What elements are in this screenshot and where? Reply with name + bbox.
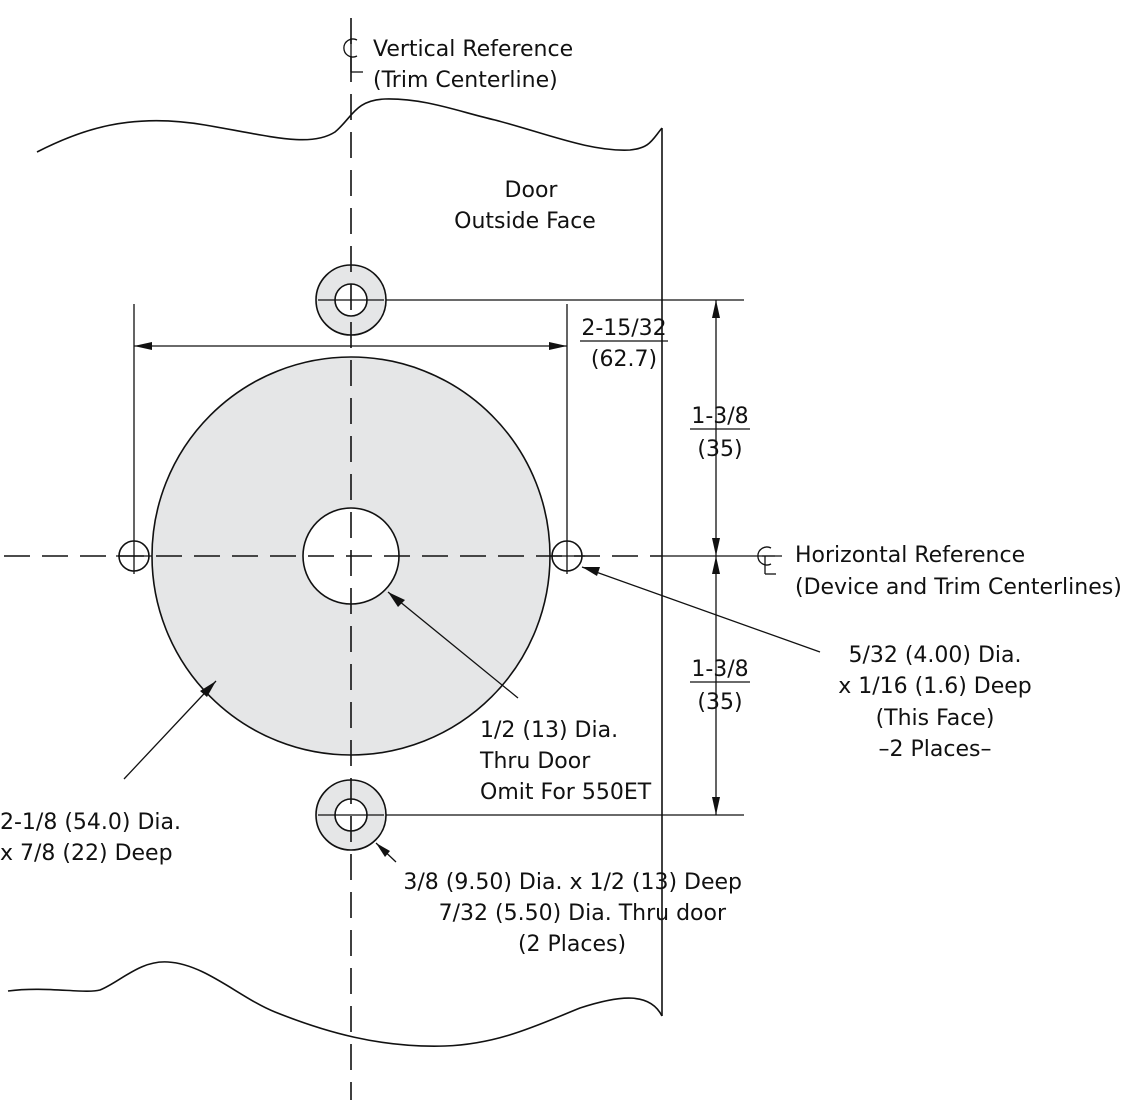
outside-face-label: Outside Face [454, 209, 596, 234]
centerlines [4, 18, 775, 1100]
small-hole-callout-line2: x 1/16 (1.6) Deep [838, 674, 1032, 699]
leader-lines [123, 566, 821, 863]
center-hole-callout-line2: Thru Door [479, 749, 591, 774]
large-bore-leader [123, 680, 217, 780]
center-hole-callout-line1: 1/2 (13) Dia. [480, 718, 618, 743]
vertical-dimension [712, 300, 720, 815]
center-hole-leader [387, 591, 519, 699]
small-hole-leader [581, 566, 821, 653]
large-bore-callout-line1: 2-1/8 (54.0) Dia. [0, 810, 181, 835]
upper-fraction-label: 1-3/8 [691, 404, 748, 429]
bolt-hole-callout-line2: 7/32 (5.50) Dia. Thru door [439, 901, 727, 926]
extension-lines [133, 299, 744, 816]
small-hole-callout-line3: (This Face) [876, 706, 995, 731]
device-trim-centerlines-label: (Device and Trim Centerlines) [795, 575, 1122, 600]
centerline-symbol-icon [343, 38, 363, 73]
upper-metric-label: (35) [697, 437, 742, 462]
vertical-reference-label: Vertical Reference [373, 37, 573, 62]
small-hole-callout-line1: 5/32 (4.00) Dia. [848, 643, 1021, 668]
width-dimension [134, 342, 567, 350]
trim-centerline-label: (Trim Centerline) [373, 68, 558, 93]
centerline-symbol-icon [757, 546, 782, 575]
door-bottom-break-line [7, 961, 663, 1047]
door-outline [7, 98, 663, 1047]
center-hole-callout-line3: Omit For 550ET [480, 780, 652, 805]
width-fraction-label: 2-15/32 [581, 316, 666, 341]
large-bore-callout-line2: x 7/8 (22) Deep [0, 841, 173, 866]
horizontal-reference-label: Horizontal Reference [795, 543, 1025, 568]
width-metric-label: (62.7) [591, 347, 657, 372]
bolt-hole-callout-line3: (2 Places) [518, 932, 626, 957]
bolt-hole-callout-line1: 3/8 (9.50) Dia. x 1/2 (13) Deep [403, 870, 742, 895]
door-label: Door [505, 178, 559, 203]
small-hole-callout-line4: –2 Places– [879, 737, 992, 762]
lower-metric-label: (35) [697, 690, 742, 715]
door-top-break-line [36, 98, 663, 153]
lower-fraction-label: 1-3/8 [691, 657, 748, 682]
